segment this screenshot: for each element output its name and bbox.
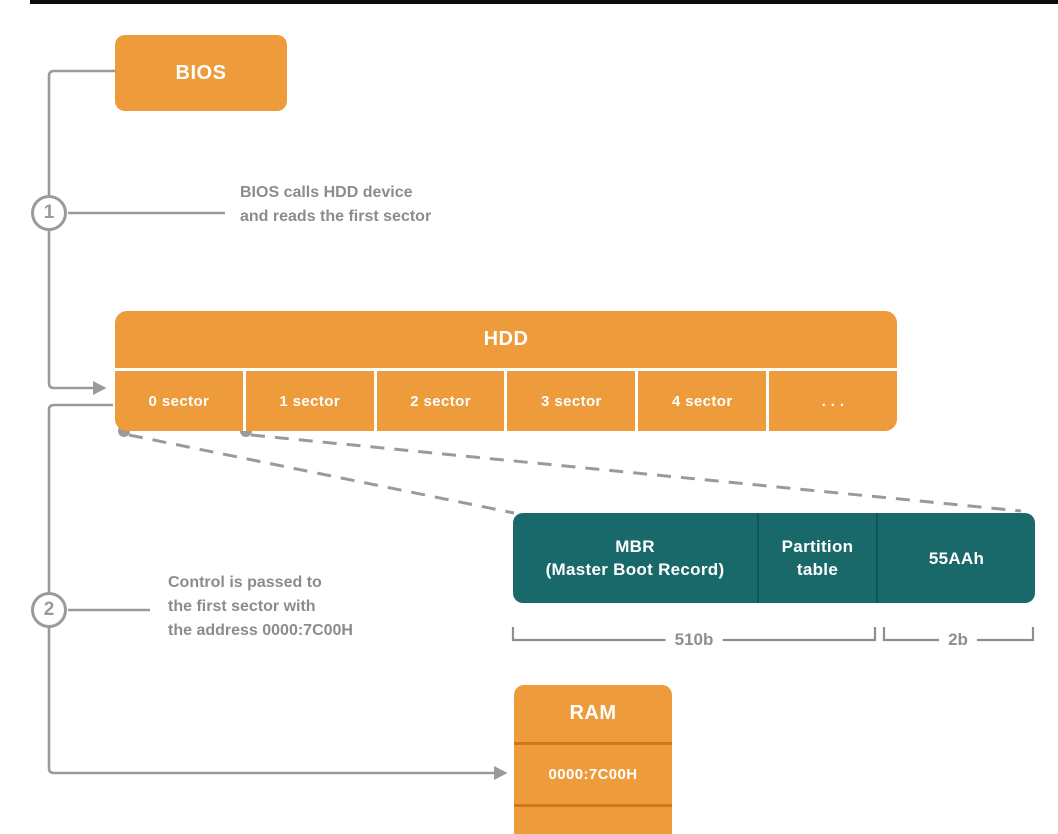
hdd-sector-4: 4 sector — [635, 371, 766, 431]
step-2-note: Control is passed to the first sector wi… — [168, 571, 353, 643]
hdd-sector-row: 0 sector 1 sector 2 sector 3 sector 4 se… — [115, 371, 897, 431]
step-2-badge: 2 — [31, 592, 67, 628]
hdd-sector-3: 3 sector — [504, 371, 635, 431]
mbr-box: MBR (Master Boot Record) Partition table… — [513, 513, 1035, 603]
arrowhead-into-hdd — [93, 381, 107, 395]
hdd-sector-more: . . . — [766, 371, 897, 431]
signature-label: 55AAh — [928, 548, 985, 568]
partition-label-line1: Partition — [781, 537, 854, 556]
dashed-line-left — [128, 433, 515, 515]
mbr-cell: MBR (Master Boot Record) — [513, 513, 757, 603]
hdd-box: HDD 0 sector 1 sector 2 sector 3 sector … — [115, 311, 897, 431]
ram-address-cell: 0000:7C00H — [514, 745, 672, 807]
step-2-number: 2 — [43, 599, 55, 620]
ram-box: RAM 0000:7C00H — [514, 685, 672, 834]
hdd-sector-2: 2 sector — [373, 371, 505, 431]
step-1-number: 1 — [43, 202, 55, 223]
top-border-line — [30, 0, 1058, 4]
bios-label: BIOS — [175, 61, 227, 84]
size-label-510b: 510b — [665, 630, 723, 650]
signature-cell: 55AAh — [878, 513, 1035, 603]
hdd-sector-0: 0 sector — [148, 392, 210, 410]
step-1-note-line2: and reads the first sector — [240, 208, 432, 225]
hdd-sector-1: 1 sector — [242, 371, 374, 431]
bios-box: BIOS — [115, 35, 287, 111]
step-1-note: BIOS calls HDD device and reads the firs… — [240, 181, 431, 229]
step-2-note-line1: Control is passed to — [168, 574, 322, 591]
dashed-line-right — [250, 433, 1022, 513]
partition-table-cell: Partition table — [757, 513, 878, 603]
step-1-note-line1: BIOS calls HDD device — [240, 184, 413, 201]
step-1-badge: 1 — [31, 195, 67, 231]
partition-label-line2: table — [796, 560, 839, 579]
step-2-note-line2: the first sector with — [168, 598, 316, 615]
step-2-note-line3: the address 0000:7C00H — [168, 622, 353, 639]
step1-connector-line — [47, 69, 115, 390]
step2-connector-line — [47, 403, 494, 775]
ram-title: RAM — [514, 685, 672, 745]
hdd-title: HDD — [115, 311, 897, 371]
mbr-label-line2: (Master Boot Record) — [545, 560, 725, 579]
mbr-label-line1: MBR — [615, 537, 655, 556]
arrowhead-into-ram — [494, 766, 508, 780]
size-label-2b: 2b — [939, 630, 977, 650]
